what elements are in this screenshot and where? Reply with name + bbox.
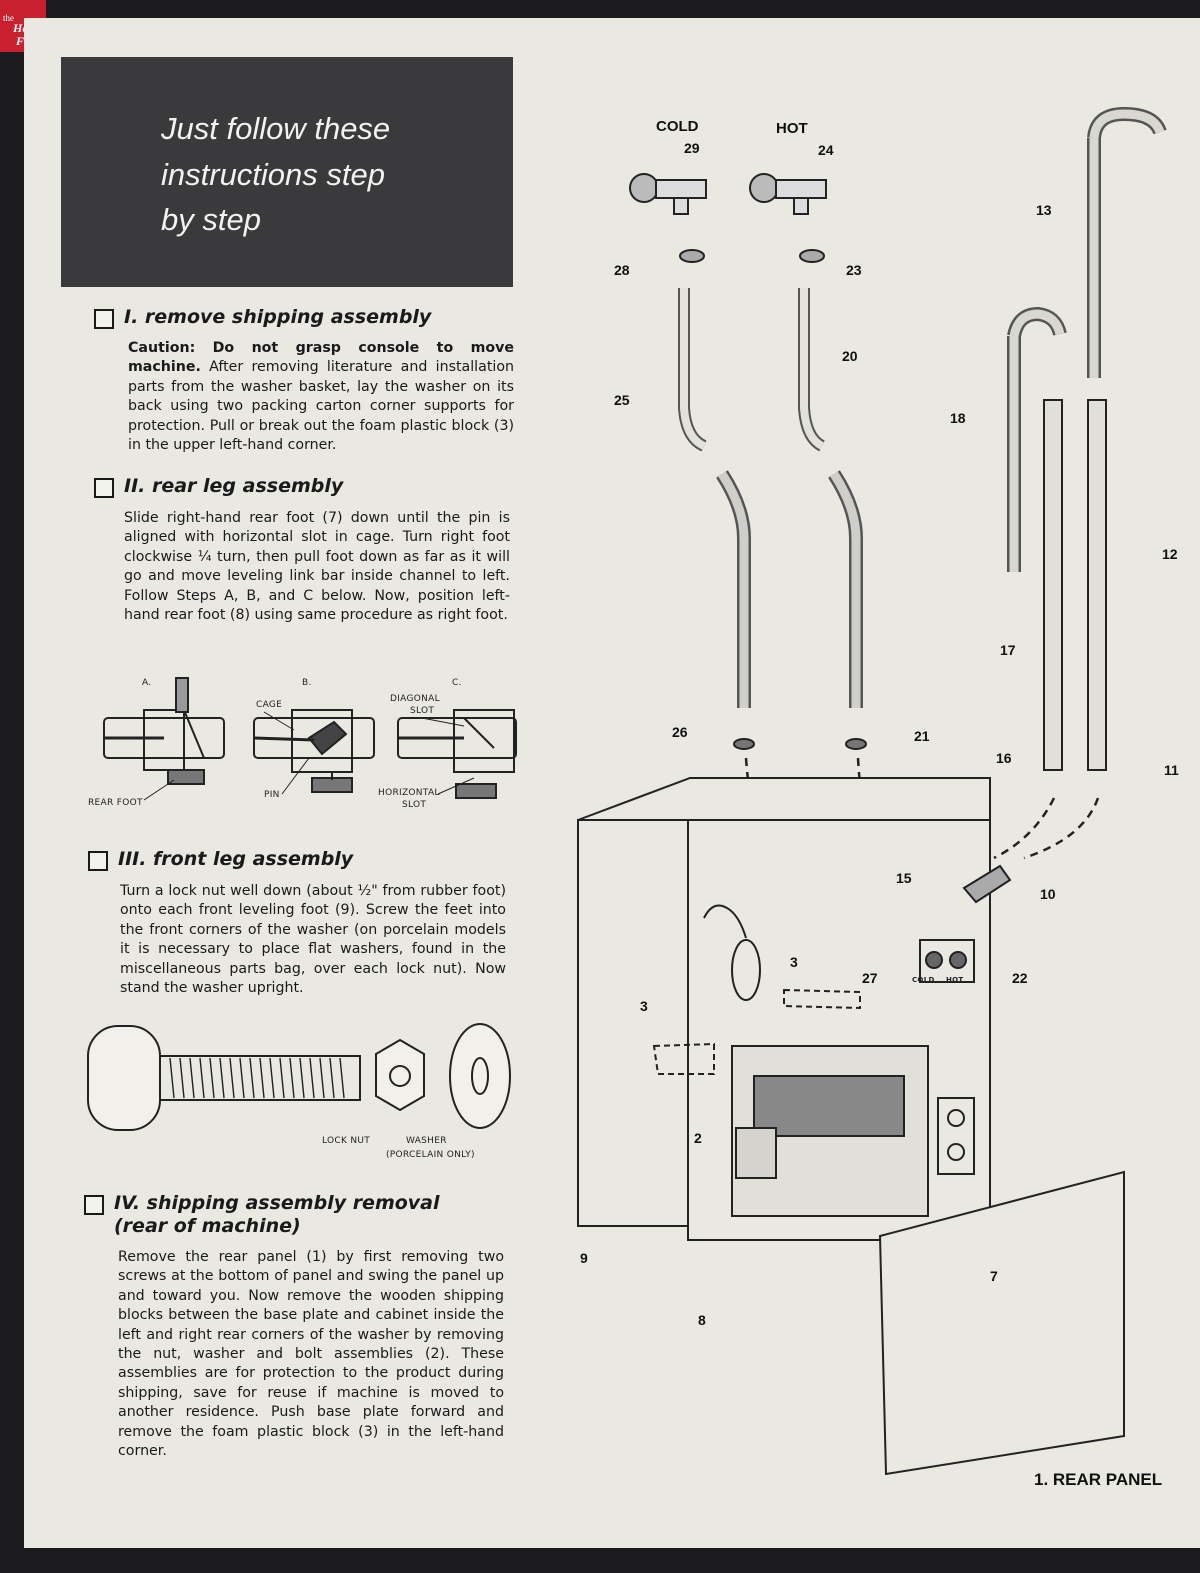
callout-25: 25 [614,392,630,408]
step-a-figure [103,677,225,785]
step-1-caution: Caution: Do not grasp console to move ma… [128,340,514,376]
callout-13: 13 [1036,202,1052,218]
step-1-body: Caution: Do not grasp console to move ma… [128,339,514,455]
leg-assembly-diagram [87,106,1167,1476]
callout-7: 7 [990,1268,998,1284]
callout-11: 11 [1164,762,1179,778]
label-washer: WASHER [406,1136,447,1146]
step-2-body: Slide right-hand rear foot (7) down unti… [124,510,510,624]
step-3-checkbox[interactable] [88,851,108,871]
callout-29: 29 [684,140,700,156]
callout-8: 8 [698,1312,706,1328]
callout-27: 27 [862,970,878,986]
banner-line-1: Just follow these [161,111,391,146]
cold-faucet [629,173,707,215]
instruction-sheet: Just follow these instructions step by s… [24,18,1200,1548]
callout-15: 15 [896,870,912,886]
label-horizontal: HORIZONTAL [378,788,440,798]
callout-9: 9 [580,1250,588,1266]
label-pin: PIN [264,790,280,800]
step-1-text: After removing literature and installati… [128,359,514,454]
label-step-a: A. [142,678,152,688]
title-banner: Just follow these instructions step by s… [61,57,513,287]
callout-22: 22 [1012,970,1028,986]
callout-24: 24 [818,142,834,158]
exploded-view-figure [577,106,1167,1476]
label-cold: COLD [656,118,699,135]
banner-line-3: by step [161,202,261,237]
callout-21: 21 [914,728,930,744]
step-2-checkbox[interactable] [94,478,114,498]
leveling-foot-figure [87,1025,361,1131]
logo-the: the [3,13,14,23]
step-4-checkbox[interactable] [84,1195,104,1215]
step-b-figure [253,709,375,793]
callout-3a: 3 [790,954,798,970]
step-3-title: III. front leg assembly [118,848,354,870]
label-lock-nut: LOCK NUT [322,1136,371,1146]
callout-28: 28 [614,262,630,278]
callout-16: 16 [996,750,1012,766]
callout-23: 23 [846,262,862,278]
step-4-title-2: (rear of machine) [114,1215,301,1237]
label-cage: CAGE [256,700,283,710]
label-step-c: C. [452,678,462,688]
step-1-title: I. remove shipping assembly [124,306,432,328]
callout-20: 20 [842,348,858,364]
step-c-figure [397,709,517,799]
label-step-b: B. [302,678,312,688]
hot-faucet [749,173,827,215]
callout-2: 2 [694,1130,702,1146]
rear-panel-label: 1. REAR PANEL [1034,1470,1163,1489]
callout-17: 17 [1000,642,1016,658]
step-2-title: II. rear leg assembly [124,475,344,497]
label-porcelain-only: (PORCELAIN ONLY) [386,1150,475,1160]
step-1-checkbox[interactable] [94,309,114,329]
banner-line-2: instructions step [161,157,385,192]
callout-10: 10 [1040,886,1056,902]
lock-nut-figure [375,1038,425,1112]
step-4-title: IV. shipping assembly removal [114,1192,440,1214]
step-4-body: Remove the rear panel (1) by first remov… [118,1249,504,1460]
label-rear-foot: REAR FOOT [88,798,143,808]
callout-26: 26 [672,724,688,740]
callout-12: 12 [1162,546,1178,562]
panel-label-cold: COLD [912,976,935,984]
label-hot: HOT [776,120,808,137]
label-horizontal-slot: SLOT [402,800,427,810]
callout-3b: 3 [640,998,648,1014]
label-diagonal: DIAGONAL [390,694,440,704]
panel-label-hot: HOT [946,976,964,984]
washer-figure [449,1023,511,1129]
label-diagonal-slot: SLOT [410,706,435,716]
callout-18: 18 [950,410,966,426]
step-3-body: Turn a lock nut well down (about ½" from… [120,883,506,997]
